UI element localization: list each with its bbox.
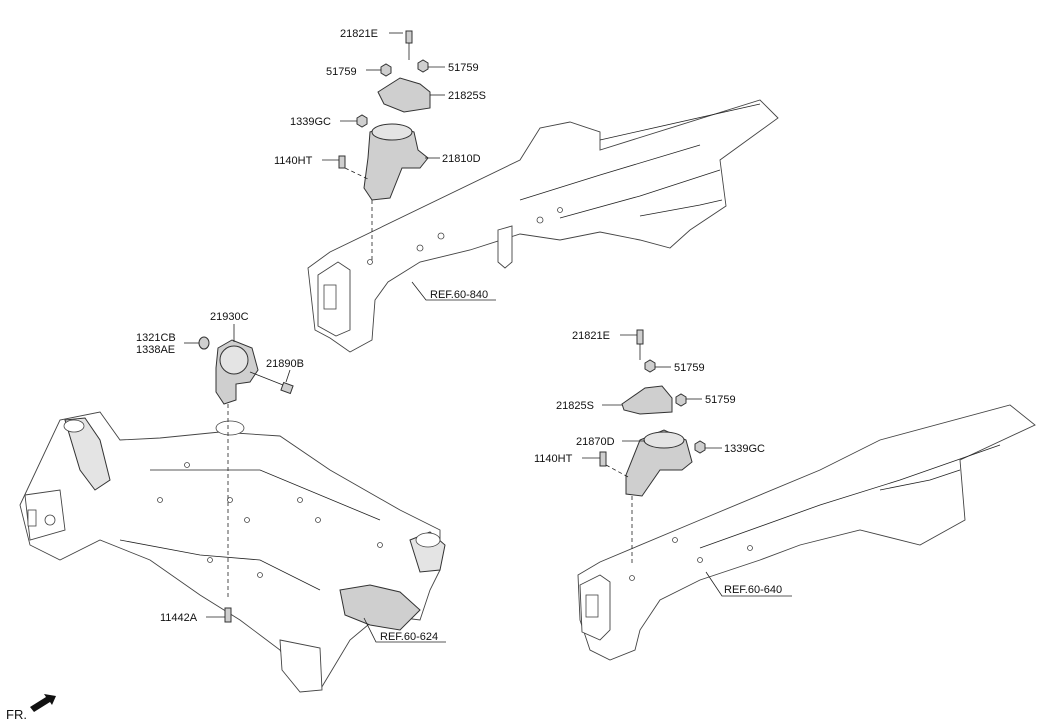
right-bolt-shape [636,329,644,345]
ref-subframe: REF.60-624 [380,631,438,643]
label-left-bolt: 21890B [266,358,304,370]
top-nut-right-shape [417,59,429,73]
label-top-mount: 21810D [442,153,481,165]
label-top-bracket: 21825S [448,90,486,102]
right-mount-bolt-shape [599,451,607,467]
top-mount-nut-shape [356,114,368,128]
left-nut-shape [198,336,210,350]
label-left-nut-2: 1338AE [136,344,175,356]
ref-top-frame: REF.60-840 [430,289,488,301]
label-right-bracket: 21825S [556,400,594,412]
right-nut-side-shape [675,393,687,407]
label-right-nut-side: 51759 [705,394,736,406]
label-top-mount-nut: 1339GC [290,116,331,128]
right-frame-rail [577,404,1036,661]
front-direction-label: FR. [6,707,27,722]
label-top-nut-left: 51759 [326,66,357,78]
left-bolt-shape [280,381,294,395]
label-right-nut-top: 51759 [674,362,705,374]
label-top-nut-right: 51759 [448,62,479,74]
label-top-mount-bolt: 1140HT [274,155,313,167]
label-left-mount: 21930C [210,311,249,323]
subframe-bolt-group [206,607,232,623]
front-direction-arrow-icon [30,694,56,712]
label-subframe-bolt: 11442A [160,612,198,624]
top-bolt-shape [405,30,413,44]
label-right-bolt: 21821E [572,330,610,342]
top-engine-mount-group [322,30,445,262]
label-right-mount-bolt: 1140HT [534,453,573,465]
top-bracket-shape [377,77,431,113]
top-frame-rail [307,99,779,353]
top-nut-left-shape [380,63,392,77]
right-engine-mount-group [582,329,722,566]
right-mount-nut-shape [694,440,706,454]
top-mount-bolt-shape [338,155,346,169]
subframe-bolt-shape [224,607,232,623]
label-right-mount: 21870D [576,436,615,448]
right-bracket-shape [621,385,673,415]
right-nut-top-shape [644,359,656,373]
ref-right-frame: REF.60-640 [724,584,782,596]
left-transmission-mount-group [184,324,294,600]
front-subframe [19,411,446,693]
label-left-nut-1: 1321CB [136,332,176,344]
label-right-mount-nut: 1339GC [724,443,765,455]
label-top-bolt: 21821E [340,28,378,40]
